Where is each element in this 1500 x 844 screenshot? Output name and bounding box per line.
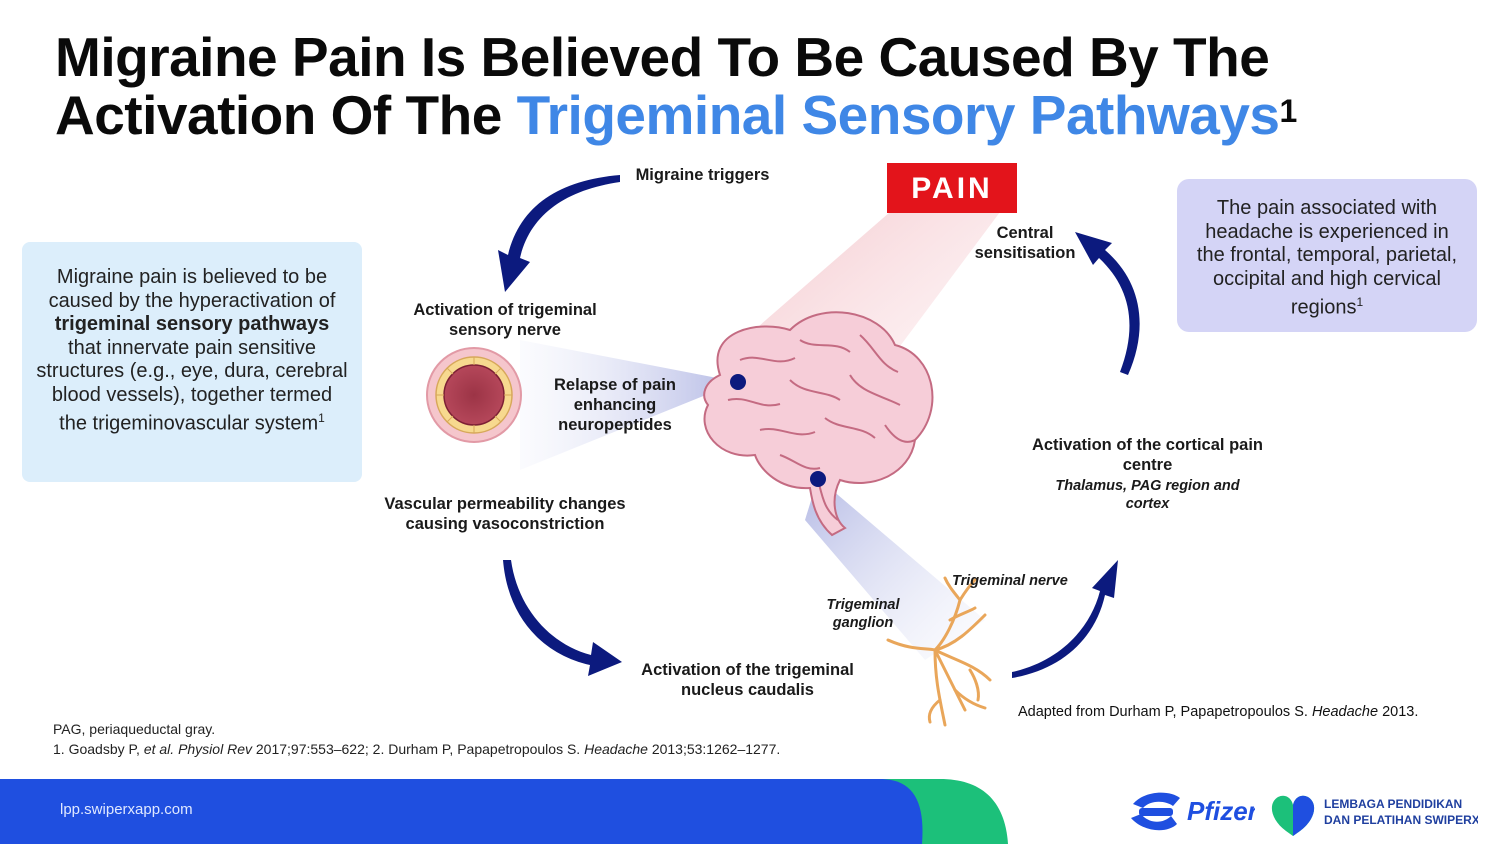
- label-trigeminal-nerve: Trigeminal nerve: [952, 573, 1068, 589]
- label-central: Central sensitisation: [974, 224, 1076, 262]
- ref2-journal: Headache: [584, 741, 648, 757]
- brain-node-top: [730, 374, 746, 390]
- adapted-post: 2013.: [1382, 704, 1419, 720]
- ref1-pre: 1. Goadsby P,: [53, 741, 140, 757]
- footer-url[interactable]: lpp.swiperxapp.com: [60, 801, 193, 818]
- label-vascular: Vascular permeability changes causing va…: [384, 495, 626, 533]
- ref2-post: 2013;53:1262–1277.: [651, 741, 781, 757]
- left-box-sup: 1: [318, 411, 325, 425]
- lembaga-line1: LEMBAGA PENDIDIKAN: [1324, 797, 1462, 811]
- ref1-journal: Physiol Rev: [178, 741, 252, 757]
- vessel-cross-section-icon: [426, 347, 522, 443]
- arrow-ganglion-to-cortical: [1012, 560, 1118, 678]
- right-box-sup: 1: [1356, 295, 1364, 309]
- lembaga-logo: LEMBAGA PENDIDIKAN DAN PELATIHAN SWIPERX: [1271, 795, 1478, 836]
- pain-badge: PAIN: [887, 163, 1017, 213]
- left-box-text-pre: Migraine pain is believed to be caused b…: [48, 266, 336, 312]
- arrow-vascular-to-nucleus: [503, 560, 622, 676]
- cycle-arrows: [498, 175, 1140, 678]
- left-box-bold: trigeminal sensory pathways: [54, 313, 330, 335]
- label-cortical: Activation of the cortical pain centre: [1031, 436, 1264, 474]
- lembaga-line2: DAN PELATIHAN SWIPERX: [1324, 813, 1478, 827]
- label-activation-nerve: Activation of trigeminal sensory nerve: [413, 301, 597, 339]
- adapted-source: Adapted from Durham P, Papapetropoulos S…: [1018, 704, 1418, 720]
- info-box-right: The pain associated with headache is exp…: [1177, 179, 1477, 332]
- right-box-text: The pain associated with headache is exp…: [1196, 197, 1458, 319]
- brain-icon: [703, 311, 934, 537]
- label-relapse: Relapse of pain enhancing neuropeptides: [554, 376, 676, 434]
- ganglion-beam: [805, 478, 985, 660]
- title-text: Migraine Pain Is Believed To Be Caused B…: [55, 26, 1270, 146]
- footnote-abbrev: PAG, periaqueductal gray.: [53, 721, 216, 737]
- ref1-etal: et al.: [143, 741, 175, 757]
- label-migraine-triggers: Migraine triggers: [635, 166, 770, 184]
- info-box-left: Migraine pain is believed to be caused b…: [22, 242, 362, 482]
- left-box-text-post: that innervate pain sensitive structures…: [36, 336, 348, 435]
- trigeminal-nerve-icon: [886, 576, 992, 727]
- label-cortical-sub: Thalamus, PAG region and cortex: [1055, 478, 1240, 512]
- page-title: Migraine Pain Is Believed To Be Caused B…: [55, 28, 1475, 144]
- title-sup: 1: [1279, 93, 1298, 129]
- adapted-pre: Adapted from Durham P, Papapetropoulos S…: [1018, 704, 1308, 720]
- label-nucleus: Activation of the trigeminal nucleus cau…: [641, 661, 854, 699]
- pfizer-logo-text: Pfizer: [1187, 796, 1255, 826]
- brain-node-bottom: [810, 471, 826, 487]
- adapted-journal: Headache: [1311, 704, 1379, 720]
- label-trigeminal-ganglion: Trigeminal ganglion: [826, 597, 900, 631]
- vessel-beam: [520, 340, 738, 470]
- pfizer-logo: Pfizer: [1131, 792, 1255, 831]
- footer-bar: [0, 779, 1008, 844]
- arrow-triggers-to-nerve: [498, 175, 620, 292]
- footnote-refs: 1. Goadsby P, et al. Physiol Rev 2017;97…: [53, 741, 780, 757]
- arrow-cortical-to-central: [1075, 232, 1140, 375]
- title-highlight: Trigeminal Sensory Pathways: [516, 84, 1280, 146]
- ref1-post: 2017;97:553–622; 2. Durham P, Papapetrop…: [255, 741, 581, 757]
